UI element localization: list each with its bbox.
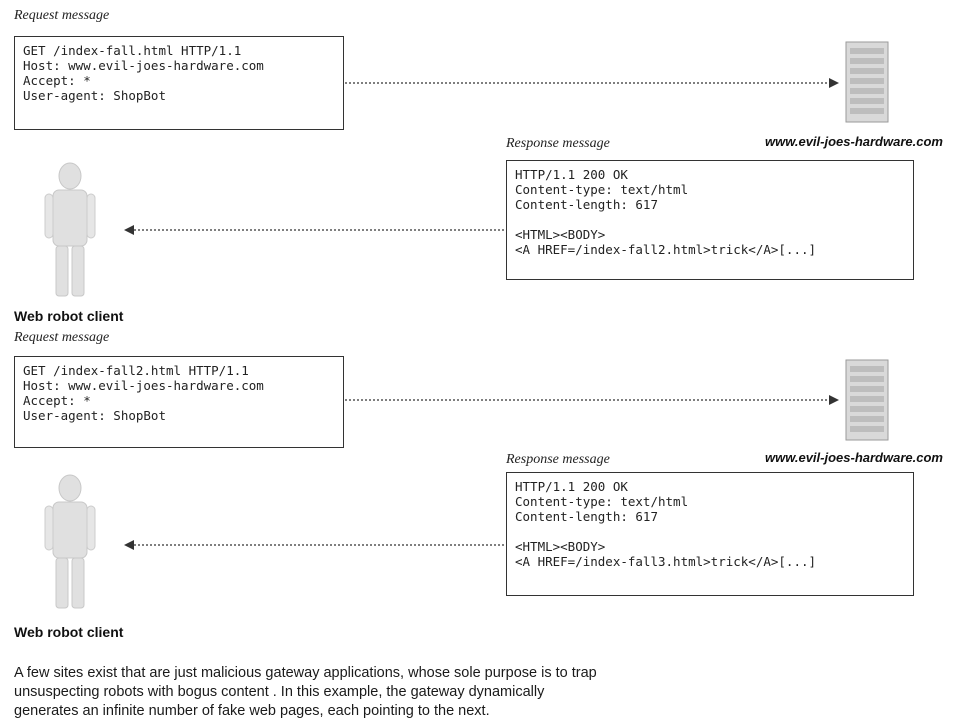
response-line: HTTP/1.1 200 OK — [515, 167, 628, 182]
client-label: Web robot client — [14, 308, 124, 324]
server-label: www.evil-joes-hardware.com — [765, 450, 943, 465]
response-body-line: <A HREF=/index-fall3.html>trick</A>[...] — [515, 554, 817, 569]
request-line: User-agent: ShopBot — [23, 408, 166, 423]
response-body-line: <HTML><BODY> — [515, 539, 606, 554]
request-line: User-agent: ShopBot — [23, 88, 166, 103]
request-line: Accept: * — [23, 73, 91, 88]
robot-icon — [44, 474, 96, 609]
request-line: Host: www.evil-joes-hardware.com — [23, 58, 264, 73]
client-label: Web robot client — [14, 624, 124, 640]
request-line: GET /index-fall.html HTTP/1.1 — [23, 43, 242, 58]
server-icon — [845, 359, 889, 441]
request-line: GET /index-fall2.html HTTP/1.1 — [23, 363, 249, 378]
response-arrow — [124, 540, 506, 550]
request-message-box: GET /index-fall.html HTTP/1.1 Host: www.… — [14, 36, 344, 130]
response-line: HTTP/1.1 200 OK — [515, 479, 628, 494]
caption-line: generates an infinite number of fake web… — [14, 703, 490, 719]
request-arrow — [345, 395, 839, 405]
request-line: Host: www.evil-joes-hardware.com — [23, 378, 264, 393]
caption-line: unsuspecting robots with bogus content .… — [14, 684, 545, 700]
request-arrow — [345, 78, 839, 88]
response-message-box: HTTP/1.1 200 OK Content-type: text/html … — [506, 160, 914, 280]
request-message-label: Request message — [14, 8, 110, 23]
figure-caption: A few sites exist that are just maliciou… — [14, 664, 734, 721]
request-message-label: Request message — [14, 330, 110, 345]
request-message-box: GET /index-fall2.html HTTP/1.1 Host: www… — [14, 356, 344, 448]
response-line: Content-length: 617 — [515, 509, 658, 524]
response-line: Content-type: text/html — [515, 494, 689, 509]
server-icon — [845, 41, 889, 123]
server-label: www.evil-joes-hardware.com — [765, 134, 943, 149]
response-arrow — [124, 225, 506, 235]
response-line: Content-type: text/html — [515, 182, 689, 197]
response-message-label: Response message — [506, 452, 610, 467]
response-body-line: <A HREF=/index-fall2.html>trick</A>[...] — [515, 242, 817, 257]
request-line: Accept: * — [23, 393, 91, 408]
response-body-line: <HTML><BODY> — [515, 227, 606, 242]
response-message-label: Response message — [506, 136, 610, 151]
response-message-box: HTTP/1.1 200 OK Content-type: text/html … — [506, 472, 914, 596]
response-line: Content-length: 617 — [515, 197, 658, 212]
caption-line: A few sites exist that are just maliciou… — [14, 665, 597, 681]
robot-icon — [44, 162, 96, 297]
